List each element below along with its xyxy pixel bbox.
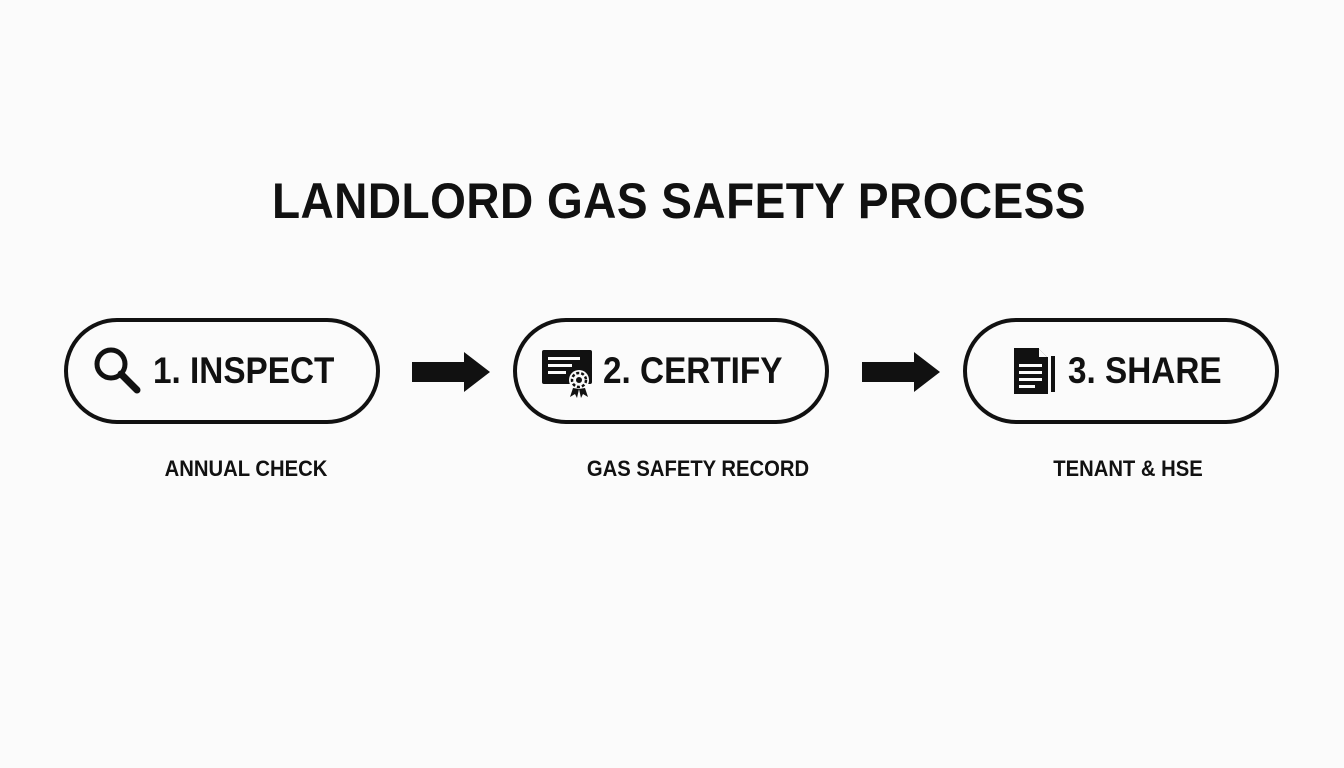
diagram-title: LANDLORD GAS SAFETY PROCESS (271, 173, 1087, 229)
step-inspect-caption: ANNUAL CHECK (164, 456, 328, 481)
step-share-label: 3. SHARE (1067, 350, 1222, 391)
step-certify-caption: GAS SAFETY RECORD (586, 456, 810, 481)
step-certify-label: 2. CERTIFY (603, 350, 783, 391)
certificate-icon (539, 342, 597, 400)
magnifying-glass-icon (89, 342, 147, 400)
step-certify: 2. CERTIFY (513, 318, 829, 424)
step-inspect-label: 1. INSPECT (153, 350, 335, 391)
step-share: 3. SHARE (963, 318, 1279, 424)
step-inspect: 1. INSPECT (64, 318, 380, 424)
arrow-right-icon (862, 352, 940, 392)
arrow-right-icon (412, 352, 490, 392)
step-share-caption: TENANT & HSE (1053, 456, 1203, 481)
document-icon (1004, 342, 1062, 400)
